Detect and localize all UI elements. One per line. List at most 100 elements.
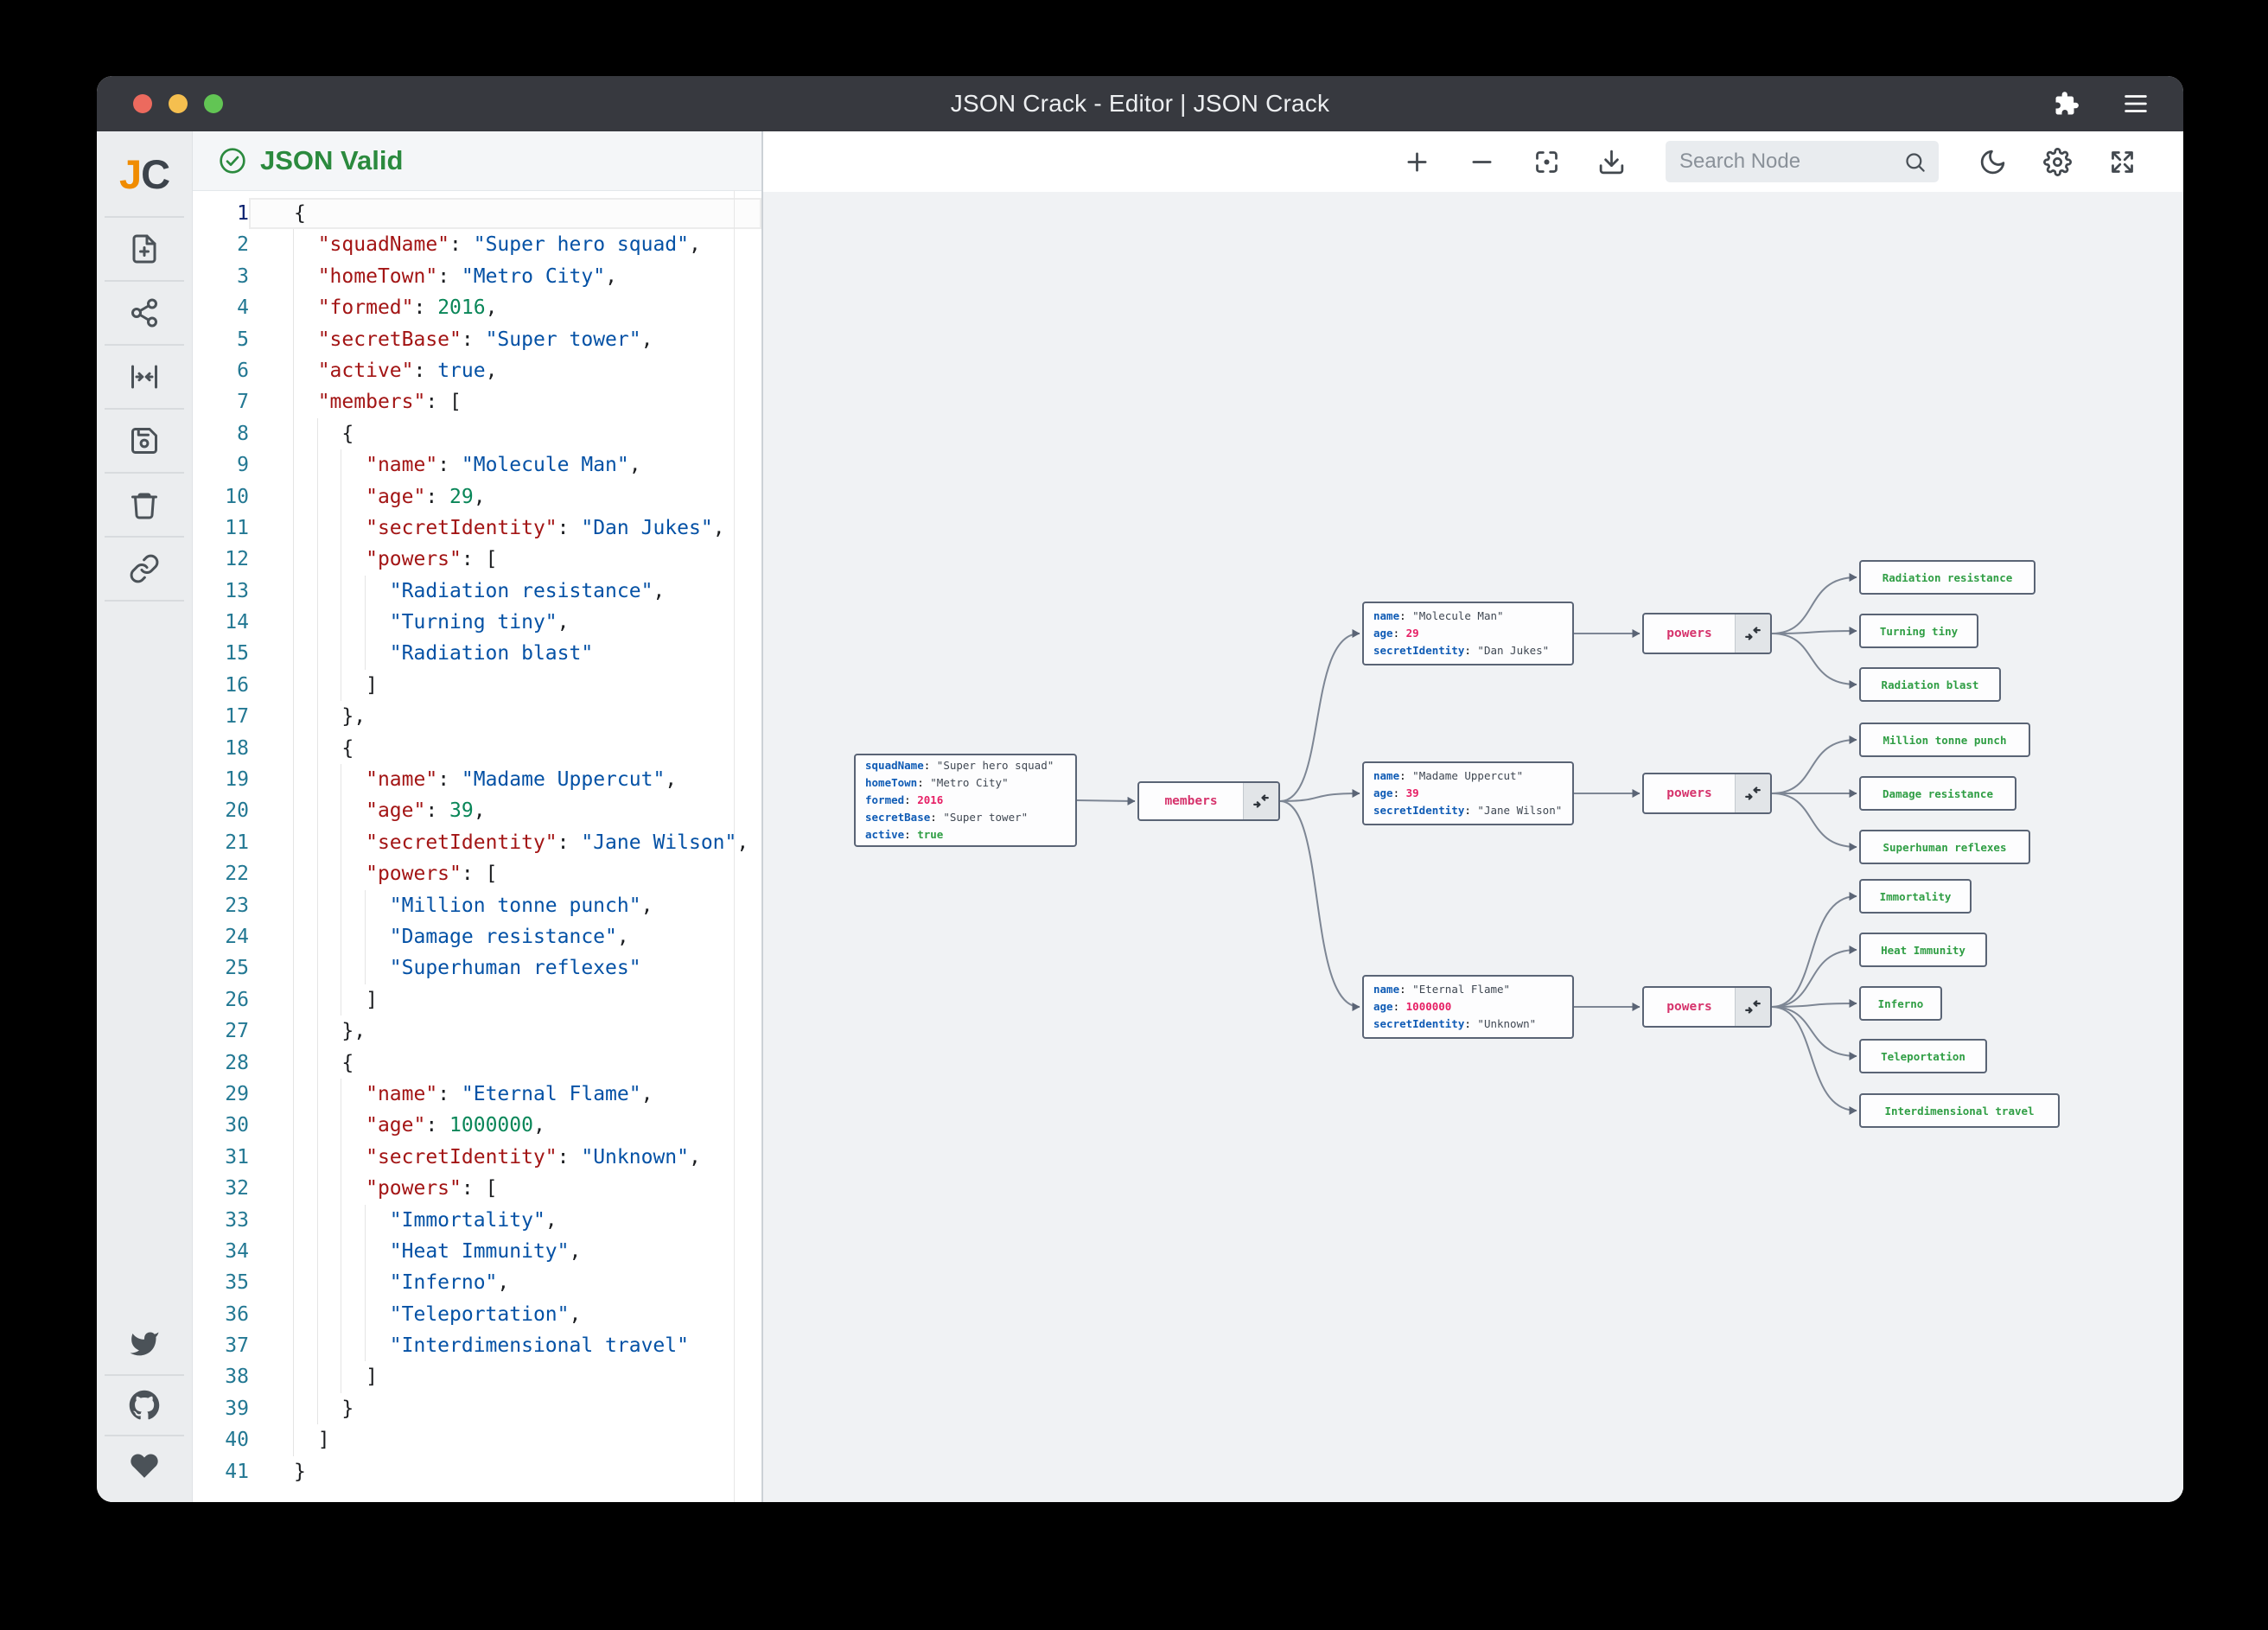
graph-node-p1[interactable]: powers bbox=[1642, 613, 1772, 654]
graph-node-s3[interactable]: Superhuman reflexes bbox=[1859, 830, 2030, 864]
code-line: 30 "age": 1000000, bbox=[193, 1110, 761, 1142]
graph-node-t5[interactable]: Interdimensional travel bbox=[1859, 1093, 2060, 1128]
line-number: 38 bbox=[225, 1366, 249, 1389]
graph-node-members[interactable]: members bbox=[1137, 781, 1280, 821]
search-node-input[interactable] bbox=[1678, 149, 1903, 175]
graph-node-t3[interactable]: Inferno bbox=[1859, 986, 1942, 1021]
collapse-node-button[interactable] bbox=[1735, 988, 1770, 1026]
line-number: 22 bbox=[225, 863, 249, 886]
graph-node-root[interactable]: squadName: "Super hero squad" homeTown: "… bbox=[854, 754, 1077, 847]
extensions-button[interactable] bbox=[2054, 91, 2080, 117]
indent-guide bbox=[316, 1173, 318, 1205]
collapse-node-button[interactable] bbox=[1243, 783, 1278, 819]
indent-guide bbox=[316, 795, 318, 827]
search-node-box[interactable] bbox=[1666, 141, 1939, 182]
twitter-icon bbox=[129, 1328, 160, 1359]
indent-guide bbox=[293, 1298, 294, 1331]
node-text: Superhuman reflexes bbox=[1883, 840, 2007, 854]
window-controls bbox=[133, 76, 223, 131]
graph-node-s1[interactable]: Million tonne punch bbox=[1859, 723, 2030, 757]
sidebar-item-save[interactable] bbox=[105, 408, 184, 472]
graph-node-t1[interactable]: Immortality bbox=[1859, 879, 1972, 914]
code-line: 8 { bbox=[193, 417, 761, 450]
close-window-button[interactable] bbox=[133, 94, 152, 113]
line-number: 33 bbox=[225, 1208, 249, 1232]
plus-icon bbox=[1403, 148, 1431, 176]
download-image-button[interactable] bbox=[1597, 148, 1626, 176]
indent-guide bbox=[316, 1298, 318, 1331]
sidebar-item-github[interactable] bbox=[105, 1374, 184, 1435]
graph-node-r2[interactable]: Turning tiny bbox=[1859, 614, 1978, 648]
sidebar-item-sponsor[interactable] bbox=[105, 1435, 184, 1495]
logo-letter-j: J bbox=[118, 150, 142, 197]
indent-guide bbox=[293, 229, 294, 261]
indent-guide bbox=[293, 701, 294, 733]
graph-node-r1[interactable]: Radiation resistance bbox=[1859, 560, 2035, 595]
indent-guide bbox=[293, 732, 294, 765]
zoom-in-button[interactable] bbox=[1403, 148, 1431, 176]
zoom-window-button[interactable] bbox=[204, 94, 223, 113]
graph-toolbar-right bbox=[1978, 147, 2137, 176]
menu-button[interactable] bbox=[2121, 89, 2150, 118]
graph-node-p2[interactable]: powers bbox=[1642, 773, 1772, 814]
editor-scrollbar-track[interactable] bbox=[734, 190, 735, 1502]
graph-node-r3[interactable]: Radiation blast bbox=[1859, 667, 2001, 702]
indent-guide bbox=[316, 701, 318, 733]
code-editor[interactable]: 1{2 "squadName": "Super hero squad",3 "h… bbox=[193, 191, 761, 1502]
code-line-content: "age": 39, bbox=[249, 795, 761, 827]
center-focus-button[interactable] bbox=[1532, 148, 1561, 176]
sidebar-footer bbox=[105, 1314, 184, 1495]
indent-guide bbox=[365, 889, 366, 921]
graph-node-p3[interactable]: powers bbox=[1642, 986, 1772, 1028]
node-row: secretIdentity: "Unknown" bbox=[1373, 1017, 1537, 1030]
sidebar-item-center-view[interactable] bbox=[105, 344, 184, 408]
indent-guide bbox=[316, 1016, 318, 1047]
code-line-content: "name": "Eternal Flame", bbox=[249, 1078, 761, 1111]
graph-canvas[interactable]: squadName: "Super hero squad" homeTown: "… bbox=[763, 192, 2183, 1502]
settings-button[interactable] bbox=[2043, 147, 2072, 176]
search-icon[interactable] bbox=[1903, 150, 1927, 174]
indent-guide bbox=[365, 607, 366, 639]
code-line-content: { bbox=[249, 1047, 761, 1079]
code-line-content: "Turning tiny", bbox=[249, 607, 761, 639]
graph-node-t2[interactable]: Heat Immunity bbox=[1859, 933, 1987, 967]
collapse-node-button[interactable] bbox=[1735, 614, 1770, 653]
indent-guide bbox=[293, 1078, 294, 1111]
fullscreen-button[interactable] bbox=[2108, 148, 2137, 176]
code-line-content: ] bbox=[249, 1361, 761, 1393]
indent-guide bbox=[293, 292, 294, 324]
sidebar-item-twitter[interactable] bbox=[105, 1314, 184, 1374]
graph-node-t4[interactable]: Teleportation bbox=[1859, 1039, 1987, 1073]
sidebar-item-share-link[interactable] bbox=[105, 536, 184, 600]
expand-icon bbox=[2108, 148, 2137, 176]
sidebar-item-new-document[interactable] bbox=[105, 216, 184, 280]
indent-guide bbox=[293, 889, 294, 921]
code-line: 27 }, bbox=[193, 1016, 761, 1047]
indent-guide bbox=[293, 764, 294, 796]
code-line: 21 "secretIdentity": "Jane Wilson", bbox=[193, 826, 761, 859]
node-text: Immortality bbox=[1879, 889, 1952, 903]
code-line-content: { bbox=[249, 732, 761, 765]
zoom-out-button[interactable] bbox=[1468, 148, 1496, 176]
indent-guide bbox=[293, 417, 294, 450]
sidebar-item-delete[interactable] bbox=[105, 472, 184, 536]
minimize-window-button[interactable] bbox=[169, 94, 188, 113]
node-row: squadName: "Super hero squad" bbox=[865, 759, 1054, 772]
indent-guide bbox=[316, 732, 318, 765]
line-number: 25 bbox=[225, 957, 249, 980]
code-line-content: "secretIdentity": "Dan Jukes", bbox=[249, 512, 761, 544]
code-line: 36 "Teleportation", bbox=[193, 1298, 761, 1331]
line-number: 28 bbox=[225, 1051, 249, 1074]
node-row: homeTown: "Metro City" bbox=[865, 776, 1009, 789]
collapse-node-button[interactable] bbox=[1735, 774, 1770, 812]
dark-mode-toggle-button[interactable] bbox=[1978, 148, 2007, 176]
sidebar-item-graph-view[interactable] bbox=[105, 280, 184, 344]
node-label: powers bbox=[1666, 1000, 1712, 1014]
line-number: 10 bbox=[225, 485, 249, 508]
graph-node-s2[interactable]: Damage resistance bbox=[1859, 776, 2016, 811]
